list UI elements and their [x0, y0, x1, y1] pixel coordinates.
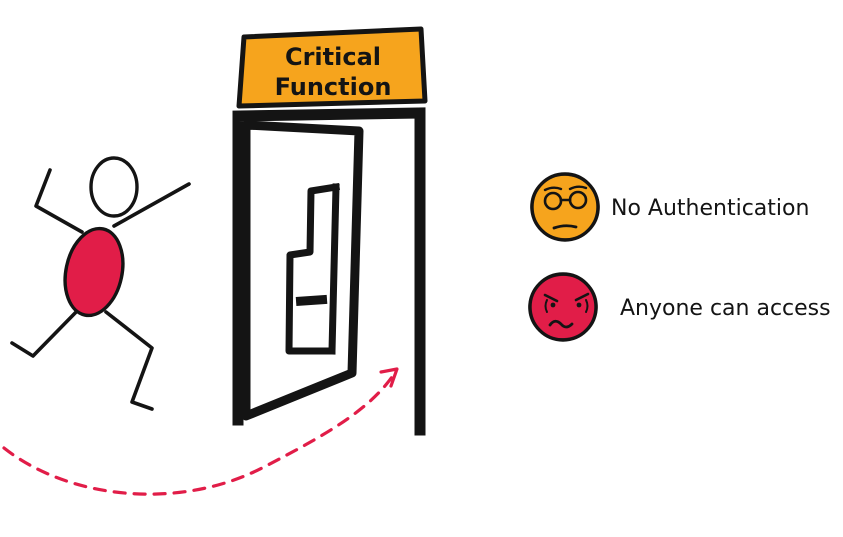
- worried-right-brow: [574, 292, 590, 302]
- worried-left-paren: [544, 299, 548, 313]
- runner-back-leg: [10, 306, 82, 358]
- runner-head: [89, 156, 139, 218]
- sign-board: [236, 26, 428, 109]
- arrowhead: [379, 367, 399, 388]
- worried-mouth: [548, 319, 574, 329]
- running-person-icon: [10, 156, 191, 411]
- worried-left-brow: [543, 293, 559, 303]
- runner-back-arm: [34, 168, 84, 234]
- critical-function-sign: Critical Function: [236, 26, 428, 109]
- door-handle: [295, 294, 328, 307]
- worried-face-icon: [528, 272, 598, 342]
- worried-face-sketch-line: [528, 274, 598, 340]
- runner-torso: [63, 226, 125, 318]
- unamused-mouth: [552, 224, 578, 230]
- dashed-arrow-icon: [2, 367, 399, 496]
- sign-text-line2: Function: [275, 73, 392, 101]
- door-frame: [232, 107, 426, 436]
- worried-right-paren: [585, 299, 589, 313]
- worried-face-base: [528, 272, 598, 342]
- unamused-face-glasses-icon: [530, 172, 600, 242]
- runner-front-arm: [112, 182, 191, 228]
- open-door-icon: [232, 107, 426, 436]
- door-leaf: [241, 120, 364, 421]
- worried-left-eye: [550, 302, 556, 308]
- sign-text-line1: Critical: [285, 43, 381, 71]
- unamused-left-brow: [543, 186, 563, 192]
- no-authentication-label: No Authentication: [611, 196, 809, 221]
- unamused-face-base: [530, 172, 600, 242]
- unamused-right-brow: [568, 185, 588, 191]
- unamused-face-sketch-line: [530, 174, 600, 240]
- worried-right-eye: [576, 302, 582, 308]
- door-panel-detail: [285, 182, 341, 355]
- dashed-arrow-path: [2, 372, 396, 496]
- runner-front-leg: [104, 310, 154, 411]
- anyone-can-access-label: Anyone can access: [620, 296, 831, 321]
